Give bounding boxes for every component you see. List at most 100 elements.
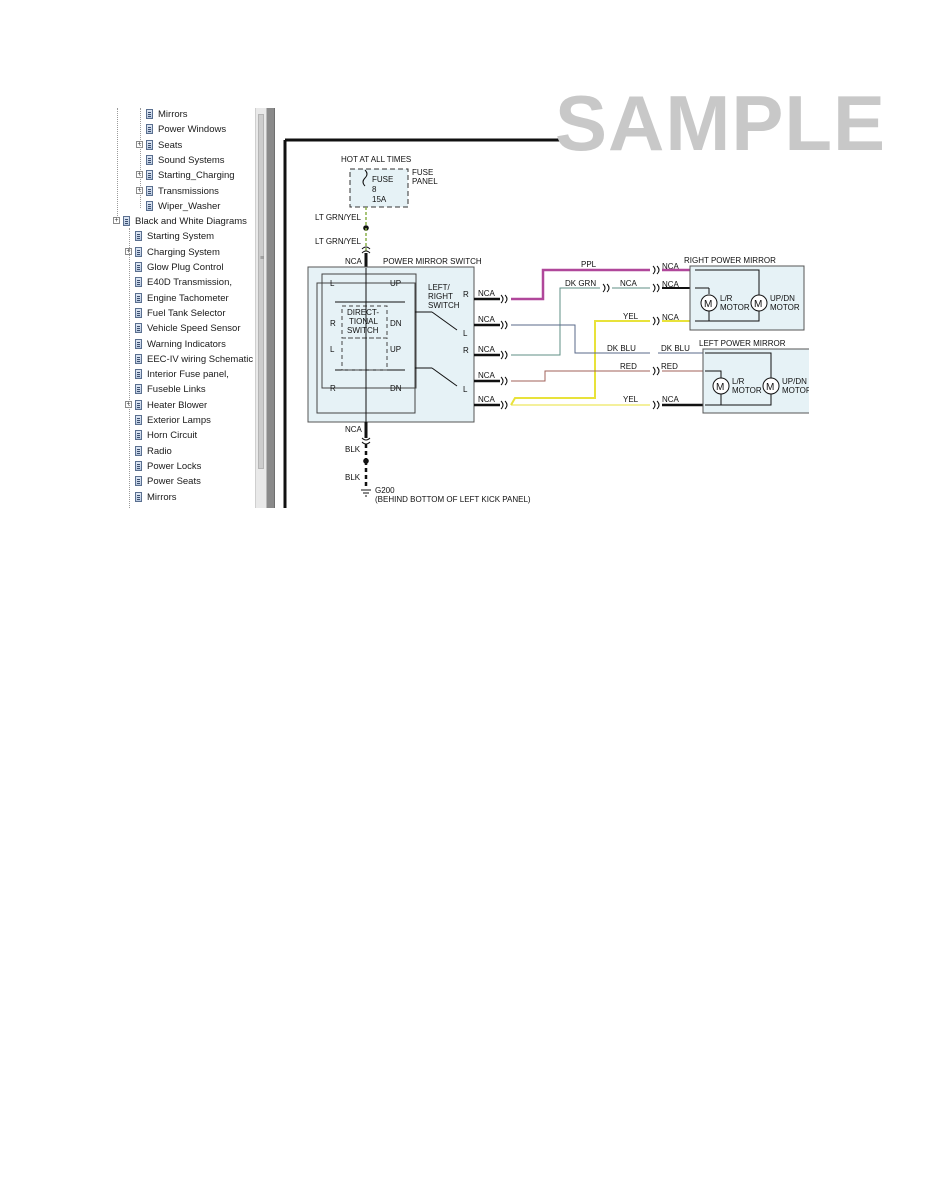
expand-icon[interactable]: +	[136, 186, 143, 194]
contact-label: L	[463, 385, 468, 394]
contact-label: R	[330, 319, 336, 328]
wire-dk-grn	[511, 287, 600, 356]
motor-label: MOTOR	[770, 303, 800, 312]
contact-label: L	[463, 329, 468, 338]
nca-label: NCA	[478, 289, 496, 298]
contact-label: L	[330, 345, 335, 354]
tree-item-label: Power Locks	[147, 460, 202, 472]
connector-icon	[361, 437, 371, 445]
contact-label: UP	[390, 345, 401, 354]
contact-label: L	[330, 279, 335, 288]
expand-icon[interactable]: +	[136, 171, 143, 179]
contact-label: R	[463, 290, 469, 299]
tree-item-label: E40D Transmission,	[147, 277, 233, 289]
motor-symbol: M	[766, 382, 774, 393]
nca-label: NCA	[662, 280, 680, 289]
motor-label: L/R	[732, 377, 745, 386]
wire-red	[511, 370, 650, 382]
scrollbar-thumb[interactable]: ≡	[258, 114, 264, 469]
motor-label: MOTOR	[732, 386, 762, 395]
fuse-box	[349, 168, 409, 208]
wire-ppl	[511, 268, 650, 301]
ground-name: G200	[375, 486, 395, 495]
switch-label: TIONAL	[349, 317, 378, 326]
ground-icon	[361, 489, 371, 497]
tree-item-label: Seats	[158, 139, 183, 151]
tree-item-label: Heater Blower	[147, 399, 208, 411]
connector-icons	[652, 265, 660, 410]
fuse-rating: 15A	[372, 195, 387, 204]
splice-dot	[363, 225, 369, 231]
document-icon	[146, 200, 153, 211]
document-icon	[135, 399, 142, 410]
motor-label: MOTOR	[720, 303, 750, 312]
grip-icon: ≡	[260, 255, 265, 262]
document-icon	[135, 323, 142, 334]
motor-wire	[721, 394, 772, 406]
motor-label: L/R	[720, 294, 733, 303]
motor-symbol: M	[754, 299, 762, 310]
tree-guide	[129, 228, 130, 508]
document-icon	[135, 415, 142, 425]
tree-item-label: EEC-IV wiring Schematic	[147, 353, 254, 365]
switch-label: SWITCH	[347, 326, 379, 335]
document-icon	[135, 369, 142, 380]
nca-label: NCA	[345, 425, 363, 434]
fuse-panel-label: PANEL	[412, 177, 438, 186]
document-icon	[135, 430, 142, 441]
right-mirror-title: RIGHT POWER MIRROR	[684, 256, 776, 265]
wire-label: YEL	[623, 312, 639, 321]
left-mirror-title: LEFT POWER MIRROR	[699, 339, 786, 348]
tree-item-label: Sound Systems	[158, 154, 225, 166]
wire-label: LT GRN/YEL	[315, 237, 361, 246]
document-icon	[135, 384, 142, 395]
document-icon	[146, 170, 153, 181]
document-icon	[135, 353, 142, 364]
expand-icon[interactable]: +	[125, 247, 132, 255]
wire-label: BLK	[345, 445, 361, 454]
contact-label: R	[330, 384, 336, 393]
document-icon	[135, 445, 142, 456]
document-icon	[146, 109, 153, 119]
wire-label: BLK	[345, 473, 361, 482]
nca-label: NCA	[478, 345, 496, 354]
connector-icons	[500, 294, 508, 410]
tree-item-label: Wiper_Washer	[158, 200, 221, 212]
motor-wire	[709, 311, 760, 322]
wire-label: DK GRN	[565, 279, 596, 288]
motor-wire	[695, 269, 760, 295]
fuse-icon	[362, 169, 368, 187]
tree-item-label: Starting System	[147, 231, 215, 243]
tree-item-label: Horn Circuit	[147, 430, 198, 442]
hot-label: HOT AT ALL TIMES	[341, 155, 411, 164]
wire-label: YEL	[623, 395, 639, 404]
nca-label: NCA	[662, 262, 680, 271]
lr-switch-label: RIGHT	[428, 292, 453, 301]
wire-label: RED	[620, 362, 637, 371]
tree-item-label: Exterior Lamps	[147, 415, 211, 426]
lr-switch-label: LEFT/	[428, 283, 451, 292]
document-icon	[135, 307, 142, 318]
power-mirror-switch	[307, 266, 475, 423]
tree-item-label: Warning Indicators	[147, 338, 226, 350]
fuse-panel-label: FUSE	[412, 168, 433, 177]
tree-item-label: Mirrors	[158, 109, 188, 120]
tree-item-label: Fuseble Links	[147, 384, 206, 396]
contact-label: DN	[390, 319, 402, 328]
switch-blade	[431, 367, 458, 387]
expand-icon[interactable]: +	[113, 217, 120, 225]
switch-actuator	[341, 337, 388, 371]
tree-scrollbar[interactable]: ≡	[255, 108, 267, 508]
document-icon	[135, 491, 142, 502]
document-icon	[146, 139, 153, 150]
connector-icons	[602, 283, 610, 293]
panel-splitter[interactable]	[266, 108, 275, 508]
motor-label: UP/DN	[782, 377, 807, 386]
lr-switch-label: SWITCH	[428, 301, 460, 310]
expand-icon[interactable]: +	[136, 140, 143, 148]
expand-icon[interactable]: +	[125, 400, 132, 408]
motor-wire	[705, 370, 722, 378]
document-icon	[123, 216, 130, 227]
switch-blade	[431, 311, 458, 331]
